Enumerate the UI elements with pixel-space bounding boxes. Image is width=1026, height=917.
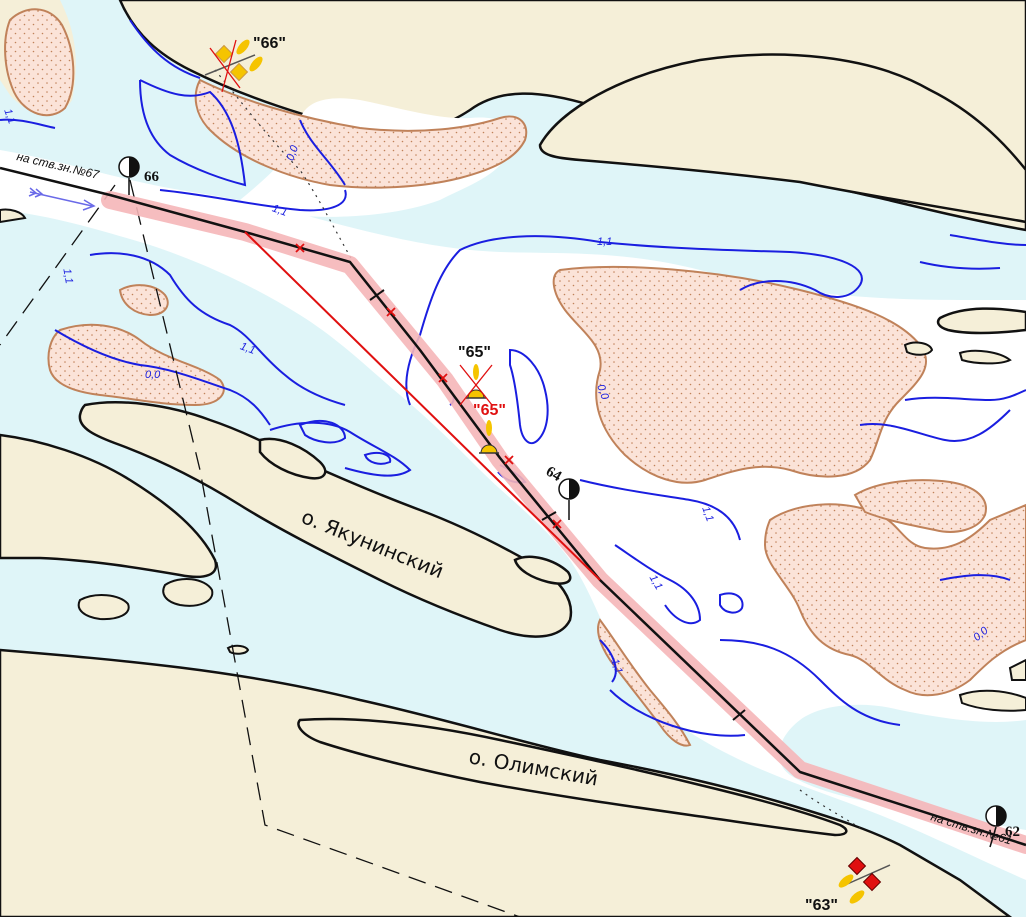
leading-dotted-line <box>214 69 353 261</box>
isobath-label: 0,0 <box>145 369 161 381</box>
right-islet <box>936 307 1026 335</box>
isobath-label: 1,1 <box>270 202 288 219</box>
buoy-label: "63" <box>805 897 838 914</box>
isobath-label: 0,0 <box>285 143 302 162</box>
isobath-label: 0,0 <box>594 383 611 402</box>
north-bank-shoal <box>194 78 528 189</box>
right-mid-shoal <box>853 479 987 533</box>
islet-4 <box>513 555 572 585</box>
right-lower-shoal <box>763 503 1026 697</box>
central-shoal <box>552 265 927 484</box>
boundary-dashed-line-2 <box>129 179 521 917</box>
km-mark-label: 66 <box>144 169 160 185</box>
isobath-label: 1,1 <box>597 236 612 248</box>
isobath-label: 1,1 <box>699 505 716 523</box>
right-islet-3 <box>958 349 1012 365</box>
lower-channel-shoal <box>597 618 692 747</box>
buoy-label: "65" <box>473 402 506 419</box>
islet-5 <box>226 644 250 655</box>
fairway-cross-marks <box>295 243 562 529</box>
right-islet-2 <box>903 341 934 356</box>
fairway-ticks <box>369 289 746 721</box>
bell-buoy-icon <box>479 420 499 454</box>
right-islet-4 <box>958 689 1026 712</box>
alternate-route-line <box>244 231 601 581</box>
isobath-label: 1,1 <box>608 657 625 675</box>
bell-buoy-icon <box>459 364 493 406</box>
left-small-shoal <box>118 284 169 317</box>
left-land-mass <box>0 433 218 579</box>
diamond-buoy-icon <box>838 856 891 904</box>
fairway-axis-line <box>0 166 1026 847</box>
half-disc-sign-icon <box>985 805 1007 848</box>
isobath-label: 1,1 <box>238 340 256 357</box>
flow-arrow-icon <box>28 187 96 211</box>
top-left-shoal <box>4 8 75 117</box>
half-disc-sign-icon <box>118 156 140 195</box>
km-mark-label: 62 <box>1005 824 1020 840</box>
diamond-buoy-icon <box>204 39 263 93</box>
islet-2 <box>162 578 214 607</box>
boundary-dashed-line <box>0 184 116 346</box>
olimsky-island <box>297 717 848 837</box>
buoy-label: "65" <box>458 344 491 361</box>
isobath-labels: 1,1 0,0 1,1 1,1 0,0 1,1 1,1 0,0 1,1 1,1 … <box>1 107 991 675</box>
left-edge-islet <box>0 208 27 224</box>
half-disc-sign-icon <box>558 478 580 520</box>
isobath-label: 1,1 <box>60 268 74 285</box>
islet-3 <box>258 437 327 480</box>
right-islet-5 <box>1008 658 1026 681</box>
islet-1 <box>77 594 130 621</box>
buoy-label: "66" <box>253 35 286 52</box>
leading-dotted-line-lower <box>799 789 861 829</box>
isobath-label: 1,1 <box>1 107 18 125</box>
